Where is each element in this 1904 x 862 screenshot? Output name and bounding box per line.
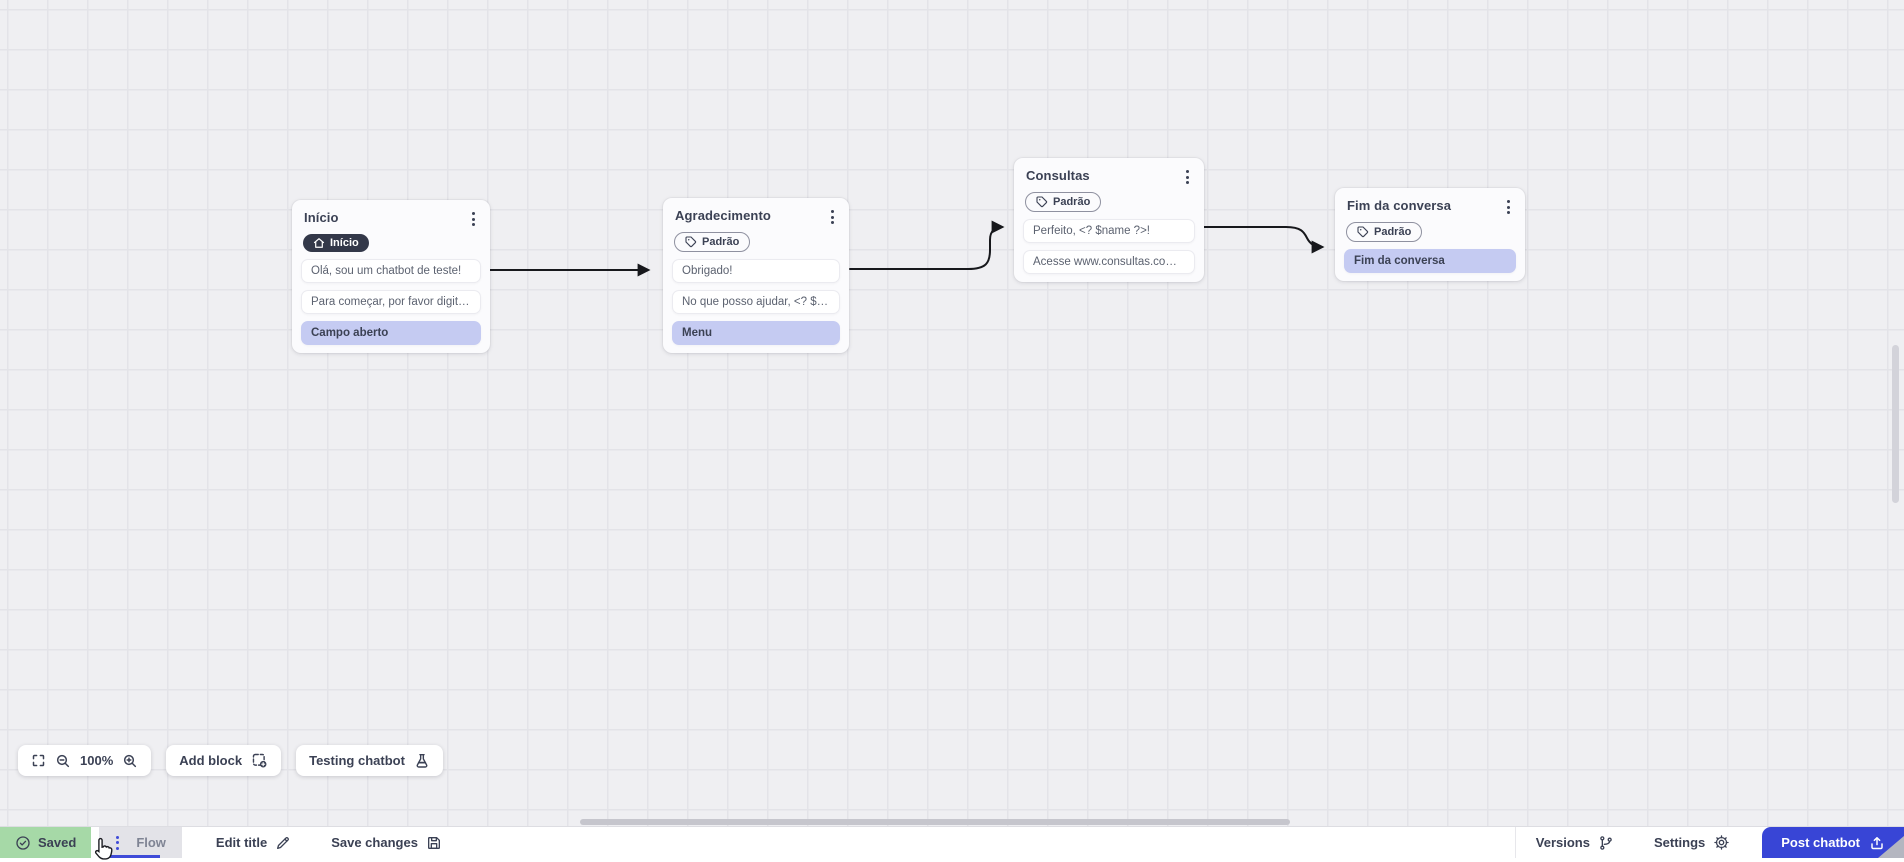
node-badge[interactable]: Padrão xyxy=(674,232,750,252)
node-menu-kebab-icon[interactable] xyxy=(1180,168,1195,186)
node-menu-kebab-icon[interactable] xyxy=(825,208,840,226)
flask-icon xyxy=(414,753,430,769)
node-items: Obrigado! No que posso ajudar, <? $name .… xyxy=(672,259,840,345)
zoom-out-icon[interactable] xyxy=(55,753,71,769)
node-item[interactable]: Fim da conversa xyxy=(1344,249,1516,273)
node-item[interactable]: Olá, sou um chatbot de teste! xyxy=(301,259,481,283)
check-circle-icon xyxy=(15,835,31,851)
save-changes-button[interactable]: Save changes xyxy=(311,827,462,858)
zoom-level: 100% xyxy=(80,753,113,768)
horizontal-scrollbar[interactable] xyxy=(580,819,1290,825)
node-menu-kebab-icon[interactable] xyxy=(1501,198,1516,216)
flow-canvas[interactable]: Início Início Olá, sou um chatbot de tes… xyxy=(0,0,1904,826)
pencil-icon xyxy=(275,835,291,851)
settings-label: Settings xyxy=(1654,835,1705,850)
status-bar: Saved Flow Edit title Save changes Versi… xyxy=(0,826,1904,858)
save-changes-label: Save changes xyxy=(331,835,418,850)
node-header: Início xyxy=(301,210,481,228)
testing-chatbot-button[interactable]: Testing chatbot xyxy=(296,745,443,776)
tab-flow[interactable]: Flow xyxy=(99,827,182,858)
versions-button[interactable]: Versions xyxy=(1516,827,1634,858)
saved-label: Saved xyxy=(38,835,76,850)
connector-wires xyxy=(0,0,1904,826)
upload-icon xyxy=(1869,835,1885,851)
tag-icon xyxy=(1357,226,1369,238)
flow-node-fim[interactable]: Fim da conversa Padrão Fim da conversa xyxy=(1335,188,1525,281)
edit-title-label: Edit title xyxy=(216,835,267,850)
node-header: Consultas xyxy=(1023,168,1195,186)
save-icon xyxy=(426,835,442,851)
node-item[interactable]: Para começar, por favor digite o ... xyxy=(301,290,481,314)
node-items: Fim da conversa xyxy=(1344,249,1516,273)
node-item[interactable]: Campo aberto xyxy=(301,321,481,345)
add-block-icon xyxy=(251,752,268,769)
badge-label: Padrão xyxy=(702,236,739,248)
post-chatbot-button[interactable]: Post chatbot xyxy=(1762,827,1904,858)
node-item[interactable]: Perfeito, <? $name ?>! xyxy=(1023,219,1195,243)
testing-chatbot-label: Testing chatbot xyxy=(309,753,405,768)
flow-menu-kebab-icon[interactable] xyxy=(110,834,125,852)
post-chatbot-label: Post chatbot xyxy=(1781,835,1860,850)
canvas-toolbar: 100% Add block Testing chatbot xyxy=(18,745,443,776)
flow-label: Flow xyxy=(136,835,166,850)
node-badge[interactable]: Padrão xyxy=(1025,192,1101,212)
tag-icon xyxy=(685,236,697,248)
node-item[interactable]: Menu xyxy=(672,321,840,345)
node-title: Agradecimento xyxy=(672,208,771,223)
add-block-button[interactable]: Add block xyxy=(166,745,281,776)
node-menu-kebab-icon[interactable] xyxy=(466,210,481,228)
saved-status-badge: Saved xyxy=(0,827,91,858)
node-badge[interactable]: Padrão xyxy=(1346,222,1422,242)
node-items: Olá, sou um chatbot de teste! Para começa… xyxy=(301,259,481,345)
flow-node-consultas[interactable]: Consultas Padrão Perfeito, <? $name ?>! A… xyxy=(1014,158,1204,282)
wire-consultas-fim xyxy=(1203,227,1322,247)
badge-label: Padrão xyxy=(1053,196,1090,208)
node-title: Fim da conversa xyxy=(1344,198,1451,213)
flow-node-agradecimento[interactable]: Agradecimento Padrão Obrigado! No que pos… xyxy=(663,198,849,353)
edit-title-button[interactable]: Edit title xyxy=(196,827,311,858)
node-item[interactable]: Obrigado! xyxy=(672,259,840,283)
versions-label: Versions xyxy=(1536,835,1590,850)
gear-icon xyxy=(1713,834,1730,851)
flow-node-inicio[interactable]: Início Início Olá, sou um chatbot de tes… xyxy=(292,200,490,353)
node-items: Perfeito, <? $name ?>! Acesse www.consult… xyxy=(1023,219,1195,274)
node-badge[interactable]: Início xyxy=(303,234,369,252)
settings-button[interactable]: Settings xyxy=(1634,827,1750,858)
zoom-in-icon[interactable] xyxy=(122,753,138,769)
node-title: Início xyxy=(301,210,339,225)
fullscreen-icon[interactable] xyxy=(31,753,46,768)
add-block-label: Add block xyxy=(179,753,242,768)
tag-icon xyxy=(1036,196,1048,208)
wire-agradecimento-consultas xyxy=(850,227,1002,269)
zoom-controls: 100% xyxy=(18,745,151,776)
badge-label: Início xyxy=(330,237,359,249)
node-title: Consultas xyxy=(1023,168,1090,183)
node-header: Agradecimento xyxy=(672,208,840,226)
node-item[interactable]: Acesse www.consultas.com par... xyxy=(1023,250,1195,274)
badge-label: Padrão xyxy=(1374,226,1411,238)
git-branch-icon xyxy=(1598,835,1614,851)
home-icon xyxy=(313,237,325,249)
vertical-scrollbar[interactable] xyxy=(1892,345,1899,503)
statusbar-spacer xyxy=(462,827,1515,858)
node-item[interactable]: No que posso ajudar, <? $name ... xyxy=(672,290,840,314)
statusbar-right-group: Versions Settings Post chatbot xyxy=(1515,827,1904,858)
node-header: Fim da conversa xyxy=(1344,198,1516,216)
